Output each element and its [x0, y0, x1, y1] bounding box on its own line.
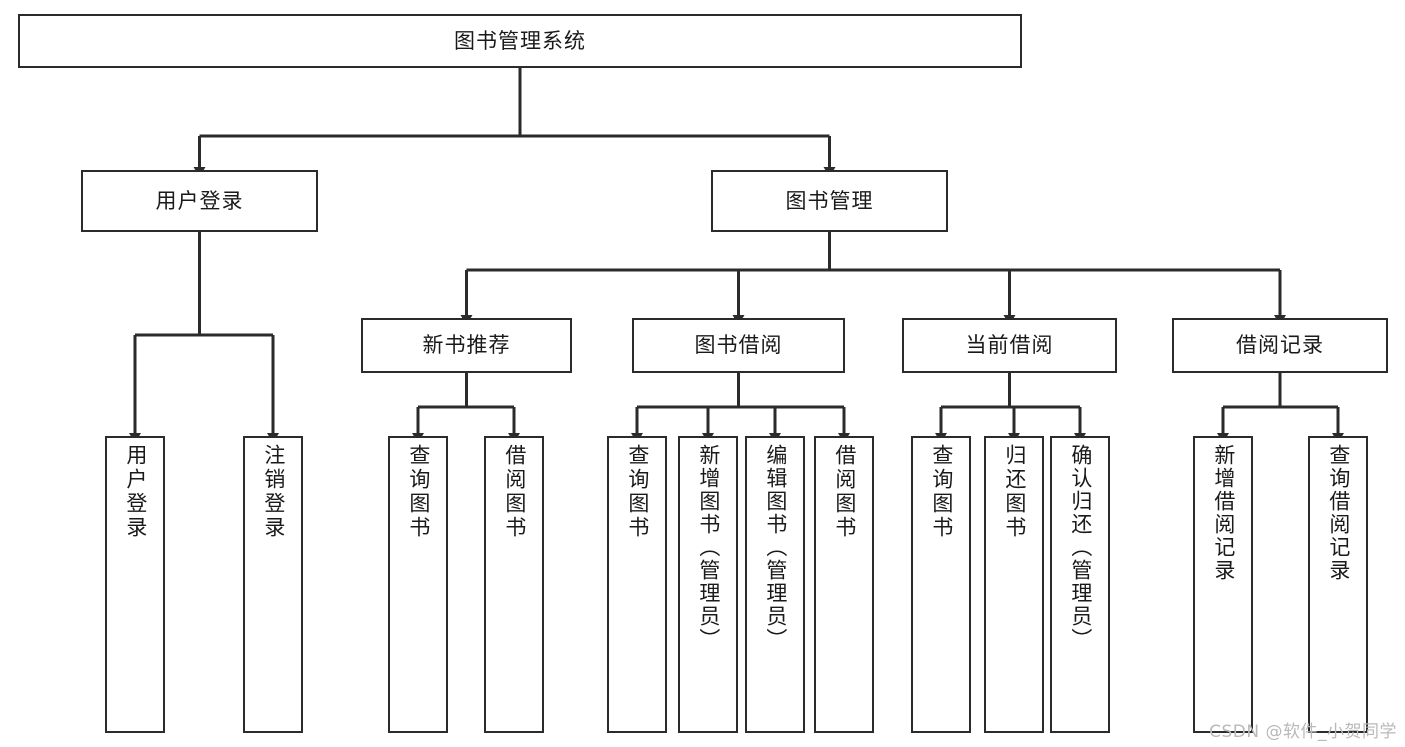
node-label: 确认归还（管理员） — [1068, 444, 1093, 651]
node-leaf-return-book[interactable]: 归还图书 — [984, 436, 1044, 733]
node-leaf-add-record[interactable]: 新增借阅记录 — [1193, 436, 1253, 733]
node-leaf-borrow-book-2[interactable]: 借阅图书 — [814, 436, 874, 733]
node-label: 编辑图书（管理员） — [763, 444, 788, 651]
node-label: 新书推荐 — [422, 333, 511, 358]
node-label: 用户登录 — [155, 188, 244, 213]
node-new-book-rec[interactable]: 新书推荐 — [361, 318, 572, 373]
csdn-watermark: CSDN @软件_小贺同学 — [1209, 722, 1397, 742]
node-label: 注销登录 — [261, 444, 286, 540]
node-current-borrow[interactable]: 当前借阅 — [902, 318, 1117, 373]
node-label: 用户登录 — [123, 444, 148, 540]
node-leaf-query-book-2[interactable]: 查询图书 — [607, 436, 667, 733]
node-leaf-borrow-book-1[interactable]: 借阅图书 — [484, 436, 544, 733]
node-label: 图书管理 — [785, 188, 874, 213]
node-label: 查询图书 — [406, 444, 431, 540]
node-label: 图书管理系统 — [454, 28, 586, 53]
node-label: 查询借阅记录 — [1326, 444, 1351, 582]
node-leaf-confirm-return[interactable]: 确认归还（管理员） — [1050, 436, 1110, 733]
node-book-manage[interactable]: 图书管理 — [711, 170, 948, 232]
node-leaf-user-logout[interactable]: 注销登录 — [243, 436, 303, 733]
node-label: 图书借阅 — [694, 333, 783, 358]
node-leaf-query-book-3[interactable]: 查询图书 — [911, 436, 971, 733]
node-leaf-add-book[interactable]: 新增图书（管理员） — [678, 436, 738, 733]
node-label: 查询图书 — [929, 444, 954, 540]
node-label: 借阅图书 — [832, 444, 857, 540]
node-leaf-query-record[interactable]: 查询借阅记录 — [1308, 436, 1368, 733]
node-user-login[interactable]: 用户登录 — [81, 170, 318, 232]
node-label: 归还图书 — [1002, 444, 1027, 540]
node-label: 新增借阅记录 — [1211, 444, 1236, 582]
node-label: 查询图书 — [625, 444, 650, 540]
node-root[interactable]: 图书管理系统 — [18, 14, 1022, 68]
node-label: 借阅图书 — [502, 444, 527, 540]
node-label: 当前借阅 — [965, 333, 1054, 358]
node-leaf-query-book-1[interactable]: 查询图书 — [388, 436, 448, 733]
node-label: 借阅记录 — [1236, 333, 1324, 358]
node-borrow-record[interactable]: 借阅记录 — [1172, 318, 1388, 373]
node-book-borrow[interactable]: 图书借阅 — [632, 318, 845, 373]
node-leaf-edit-book[interactable]: 编辑图书（管理员） — [745, 436, 805, 733]
node-leaf-user-login[interactable]: 用户登录 — [105, 436, 165, 733]
node-label: 新增图书（管理员） — [696, 444, 721, 651]
